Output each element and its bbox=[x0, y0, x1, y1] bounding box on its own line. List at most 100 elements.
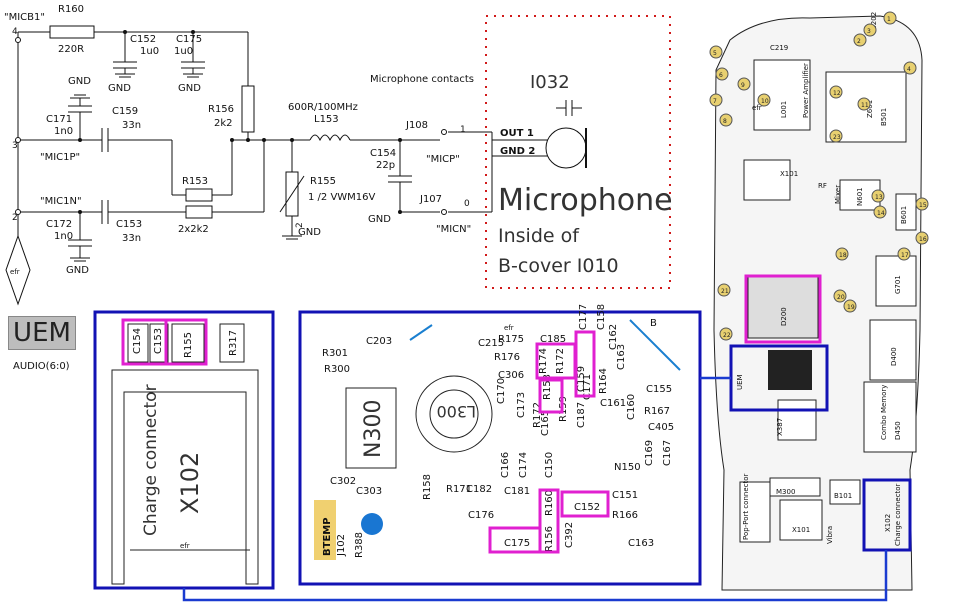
callout-marker bbox=[903, 61, 917, 75]
pcb-part-label: R164 bbox=[598, 368, 609, 394]
pcb-part-label: R301 bbox=[322, 348, 348, 359]
svg-text:J108: J108 bbox=[405, 120, 428, 131]
svg-text:B-cover I010: B-cover I010 bbox=[498, 255, 619, 277]
pcb-part-label: R176 bbox=[494, 352, 520, 363]
pcb-part-label: C151 bbox=[612, 490, 638, 501]
pcb-part-label: C187 bbox=[576, 402, 587, 428]
callout-marker bbox=[719, 113, 733, 127]
pcb-part-label: C163 bbox=[628, 538, 654, 549]
callout-marker bbox=[873, 205, 887, 219]
svg-text:J107: J107 bbox=[419, 194, 442, 205]
svg-text:600R/100MHz: 600R/100MHz bbox=[288, 102, 358, 113]
svg-text:1u0: 1u0 bbox=[140, 46, 159, 57]
svg-text:C152: C152 bbox=[130, 34, 156, 45]
pcb-part-label: C182 bbox=[466, 484, 492, 495]
left-pcb-panel: C154 C153 R155 R317 Charge connector X10… bbox=[93, 310, 275, 590]
callout-number: 3 bbox=[867, 28, 871, 35]
pcb-part-label: J102 bbox=[336, 534, 347, 557]
svg-text:2: 2 bbox=[12, 213, 18, 223]
callout-number: 4 bbox=[907, 66, 911, 73]
callout-marker bbox=[915, 197, 929, 211]
board-part-label: B601 bbox=[900, 206, 908, 224]
svg-text:N300: N300 bbox=[361, 400, 386, 458]
pcb-part-label: R174 bbox=[538, 348, 549, 374]
board-part-label: M300 bbox=[776, 488, 795, 496]
svg-text:4: 4 bbox=[12, 27, 18, 37]
callout-number: 13 bbox=[875, 194, 883, 201]
callout-number: 7 bbox=[713, 98, 717, 105]
svg-text:R160: R160 bbox=[58, 4, 84, 15]
callout-marker bbox=[915, 231, 929, 245]
schematic-wires bbox=[17, 25, 548, 262]
connector-lines bbox=[182, 376, 888, 602]
pcb-part-label: R175 bbox=[498, 334, 524, 345]
svg-text:C159: C159 bbox=[112, 106, 138, 117]
callout-number: 10 bbox=[761, 98, 769, 105]
pin-terminals bbox=[15, 37, 447, 215]
pcb-part-label: R160 bbox=[544, 490, 555, 516]
pcb-part-label: C167 bbox=[662, 440, 673, 466]
callout-marker bbox=[757, 93, 771, 107]
callout-number: 9 bbox=[741, 82, 745, 89]
callout-number: 1 bbox=[887, 16, 891, 23]
callout-marker bbox=[843, 299, 857, 313]
callout-marker bbox=[853, 33, 867, 47]
pcb-part-label: R167 bbox=[644, 406, 670, 417]
svg-text:1n0: 1n0 bbox=[54, 231, 73, 242]
pcb-part-label: R171 bbox=[446, 484, 472, 495]
svg-text:GND: GND bbox=[108, 83, 131, 94]
pcb-part-label: C155 bbox=[646, 384, 672, 395]
callout-marker bbox=[863, 23, 877, 37]
svg-text:L153: L153 bbox=[314, 114, 339, 125]
board-part-label: Combo Memory bbox=[880, 385, 888, 440]
pcb-part-label: R172 bbox=[555, 348, 566, 374]
callout-marker bbox=[883, 11, 897, 25]
svg-text:2k2: 2k2 bbox=[214, 118, 233, 129]
net-mic1p: "MIC1P" bbox=[40, 152, 80, 163]
svg-text:Charge connector: Charge connector bbox=[141, 384, 161, 536]
svg-text:C175: C175 bbox=[176, 34, 202, 45]
svg-text:efr: efr bbox=[504, 324, 514, 332]
pcb-part-label: C405 bbox=[648, 422, 674, 433]
callout-marker bbox=[833, 289, 847, 303]
board-part-label: X101 bbox=[780, 170, 798, 178]
pcb-part-label: C176 bbox=[468, 510, 494, 521]
middle-highlights bbox=[488, 330, 610, 554]
svg-text:GND: GND bbox=[68, 76, 91, 87]
net-micb1: "MICB1" bbox=[4, 12, 45, 23]
svg-text:L300: L300 bbox=[437, 402, 476, 421]
pcb-part-label: C174 bbox=[518, 452, 529, 478]
svg-text:BTEMP: BTEMP bbox=[322, 517, 333, 556]
microphone-box: I032 OUT 1 GND 2 Microphone Inside of B-… bbox=[485, 15, 673, 289]
pcb-part-label: R156 bbox=[544, 526, 555, 552]
callout-number: 2 bbox=[857, 38, 861, 45]
board-part-label: UEM bbox=[736, 374, 744, 390]
pcb-part-label: C170 bbox=[496, 378, 507, 404]
pcb-part-label: C165 bbox=[540, 410, 551, 436]
callout-marker bbox=[835, 247, 849, 261]
pcb-part-label: C306 bbox=[498, 370, 524, 381]
svg-text:R156: R156 bbox=[208, 104, 234, 115]
svg-text:efr: efr bbox=[180, 542, 190, 550]
callout-marker bbox=[717, 283, 731, 297]
callout-marker bbox=[737, 77, 751, 91]
net-micn: "MICN" bbox=[436, 224, 471, 235]
svg-text:Microphone contacts: Microphone contacts bbox=[370, 74, 474, 85]
svg-text:22p: 22p bbox=[376, 160, 395, 171]
net-micp: "MICP" bbox=[426, 154, 460, 165]
pcb-part-label: C163 bbox=[616, 344, 627, 370]
callout-marker bbox=[709, 93, 723, 107]
svg-text:1u0: 1u0 bbox=[174, 46, 193, 57]
pcb-part-label: C160 bbox=[626, 394, 637, 420]
board-part-label: X101 bbox=[792, 526, 810, 534]
callout-marker bbox=[829, 85, 843, 99]
pcb-part-label: C185 bbox=[540, 334, 566, 345]
board-part-label: B202 bbox=[870, 12, 878, 30]
svg-text:GND 2: GND 2 bbox=[500, 146, 535, 157]
svg-text:33n: 33n bbox=[122, 120, 141, 131]
callout-marker bbox=[709, 45, 723, 59]
board-part-label: L001 bbox=[780, 101, 788, 118]
pcb-part-label: R158 bbox=[422, 474, 433, 500]
